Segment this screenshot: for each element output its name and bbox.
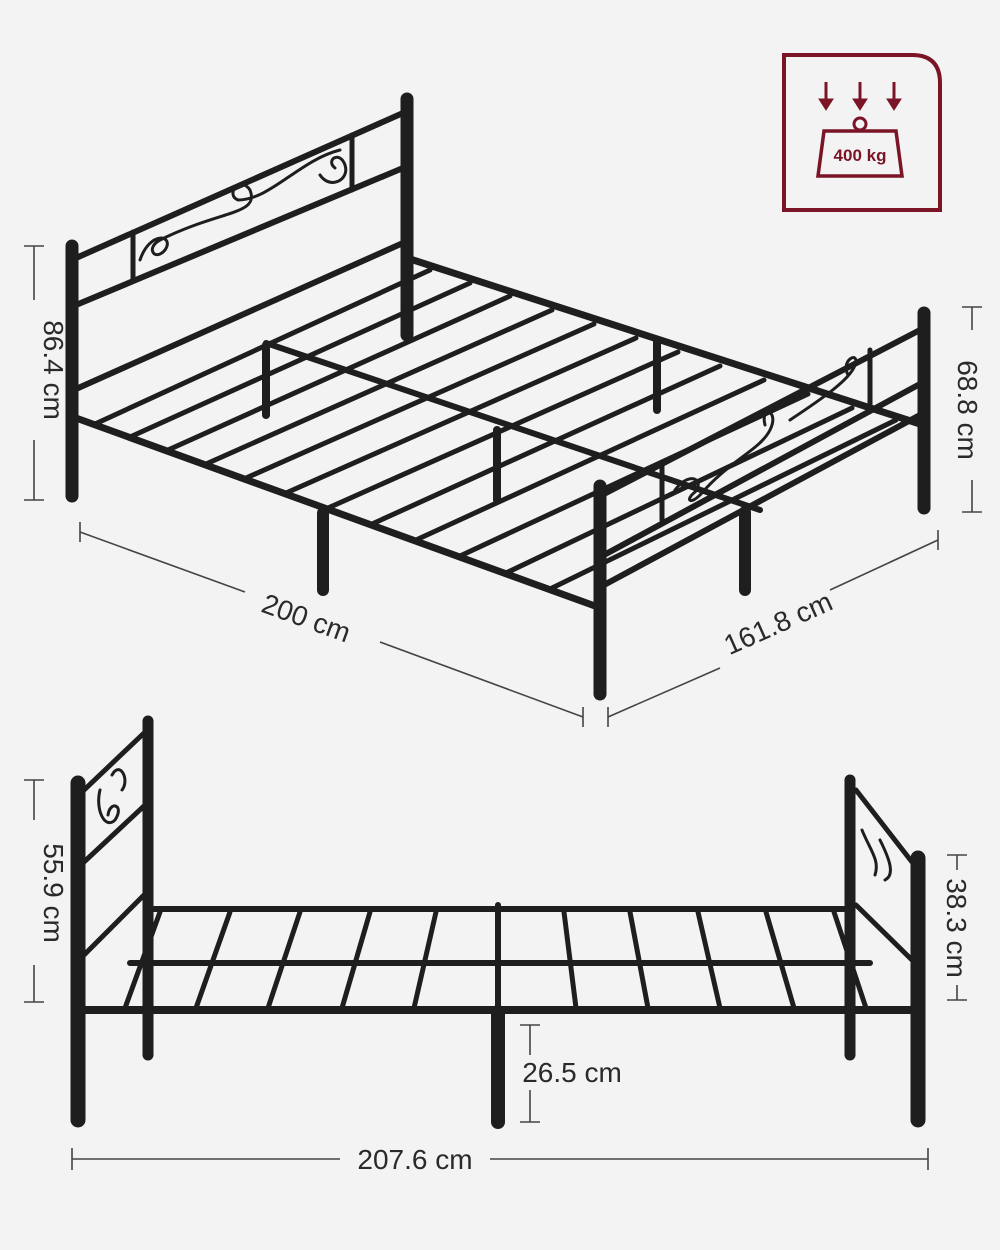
width-label: 161.8 cm <box>719 586 837 661</box>
slats-side <box>122 909 869 1011</box>
scroll-ornament <box>860 828 892 882</box>
scroll-ornament <box>318 155 348 184</box>
weight-capacity-badge: 400 kg <box>782 53 942 212</box>
weight-capacity-icon <box>816 82 904 178</box>
side-rail-left <box>72 414 599 610</box>
side-rail-right <box>403 254 924 428</box>
side-headboard-height-label: 55.9 cm <box>38 843 69 943</box>
footboard-height-label: 68.8 cm <box>952 360 983 460</box>
scroll-ornament <box>138 236 169 262</box>
bed-frame-perspective <box>65 92 931 701</box>
length-label: 200 cm <box>258 588 355 649</box>
dimension-lines-top <box>24 245 982 727</box>
headboard-height-label: 86.4 cm <box>38 320 69 420</box>
scroll-ornament <box>788 356 858 422</box>
slats <box>92 267 899 592</box>
side-footboard-height-label: 38.3 cm <box>941 878 972 978</box>
clearance-label: 26.5 cm <box>522 1057 622 1088</box>
scroll-ornament <box>158 148 342 242</box>
bed-frame-side-view <box>70 715 926 1129</box>
capacity-label: 400 kg <box>834 146 887 165</box>
total-length-label: 207.6 cm <box>357 1144 472 1175</box>
scroll-ornament <box>97 768 127 824</box>
dimension-lines-side <box>24 779 967 1170</box>
scroll-ornament <box>673 411 775 503</box>
